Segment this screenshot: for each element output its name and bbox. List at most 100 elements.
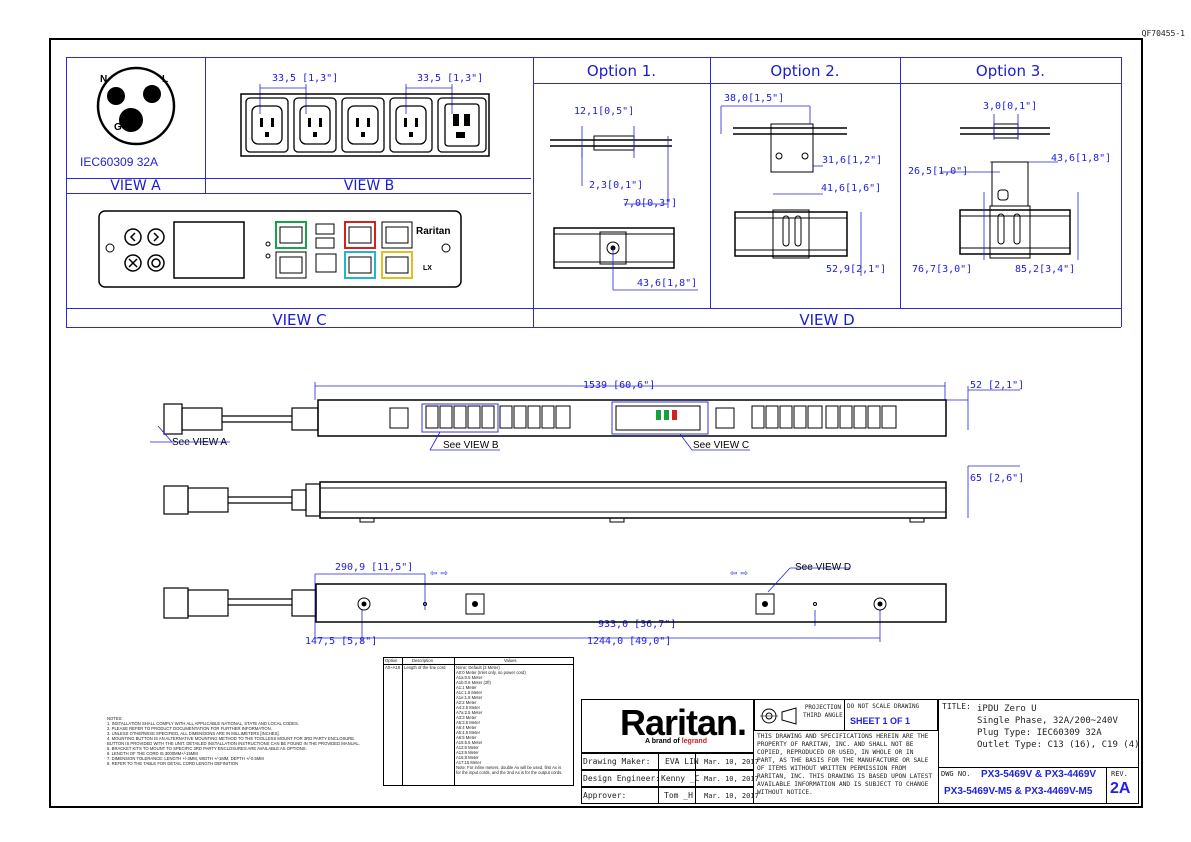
- approver-label: Approver:: [583, 791, 627, 800]
- opt1-dim-2: 2,3[0,1"]: [589, 180, 644, 191]
- dim-147: 147,5 [5,8"]: [305, 636, 378, 647]
- table-value-row: A2:2 Meter: [456, 700, 477, 705]
- note-line: 4. MOUNTING BUTTON IS AN ALTERNATIVE MOU…: [107, 736, 356, 741]
- dim-290: 290,9 [11,5"]: [335, 562, 414, 573]
- legal-notice: THIS DRAWING AND SPECIFICATIONS HEREIN A…: [757, 733, 933, 796]
- notes-list: 1. INSTALLATION SHALL COMPLY WITH ALL AP…: [107, 721, 367, 766]
- table-value-row: A1b:0.6 Meter (2ft): [456, 680, 491, 685]
- table-value-row: A5:3.5 Meter: [456, 720, 480, 725]
- pdu-front-view: ⇦ ⇨ ⇦ ⇨: [150, 382, 1020, 642]
- note-line: 2. PLEASE REFER TO PRODUCT DOCUMENTATION…: [107, 726, 272, 731]
- table-value-row: A1a:0.5 Meter: [456, 675, 483, 680]
- approver-name: Tom _H: [664, 791, 693, 800]
- opt2-dim-1: 38,0[1,5"]: [724, 93, 785, 104]
- option-2-bracket-drawing: [720, 105, 862, 276]
- view-d-label: VIEW D: [799, 311, 855, 329]
- controller-panel-view-c: Raritan LX: [98, 210, 462, 288]
- note-line: 1. INSTALLATION SHALL COMPLY WITH ALL AP…: [107, 721, 299, 726]
- notes-title: NOTES:: [107, 716, 123, 721]
- pin-g: G: [114, 122, 122, 133]
- table-values-list: None: Default (3 Meter)A0:0 Meter (Inlet…: [456, 665, 574, 775]
- table-value-row: A1c:1.5 Meter: [456, 690, 483, 695]
- table-value-row: A4:2.5 Meter: [456, 705, 480, 710]
- table-value-row: for the input cords, and the 2nd Ax is f…: [456, 770, 563, 775]
- approver-date: Mar. 10, 2017: [704, 792, 759, 800]
- maker-label: Drawing Maker:: [583, 757, 651, 766]
- opt3-dim-3: 43,6[1,8"]: [1051, 153, 1112, 164]
- drawing-frame: [49, 38, 1143, 808]
- table-value-row: A16:8 Meter: [456, 755, 479, 760]
- pdu-width-dim: 52 [2,1"]: [970, 380, 1025, 391]
- svg-text:⇦ ⇨: ⇦ ⇨: [430, 569, 448, 579]
- view-c-label: VIEW C: [272, 311, 327, 329]
- notes: NOTES: 1. INSTALLATION SHALL COMPLY WITH…: [107, 716, 367, 766]
- view-a-label: VIEW A: [110, 178, 161, 194]
- document-id: QF70455-1: [1141, 29, 1185, 38]
- table-description: Length of the line cord: [404, 665, 446, 670]
- svg-text:LX: LX: [423, 265, 432, 272]
- dwg-label: DWG NO.: [941, 770, 971, 778]
- note-line: 7. DIMENSION TOLERANCE: LENGTH +/-3MM, W…: [107, 756, 264, 761]
- table-value-row: Note: For inline meters, double Ax will …: [456, 765, 562, 770]
- rev-label: REV.: [1111, 770, 1128, 778]
- table-value-row: A15:5.5 Meter: [456, 740, 483, 745]
- table-value-row: A12:6 Meter: [456, 745, 479, 750]
- table-header-option: Option: [385, 658, 398, 663]
- table-value-row: None: Default (3 Meter): [456, 665, 500, 670]
- maker-name: EVA LIN: [665, 757, 699, 766]
- sheet-label: SHEET 1 OF 1: [850, 716, 911, 726]
- view-b-dim-right: 33,5 [1,3"]: [417, 73, 484, 84]
- outlet-row-view-b: [240, 84, 490, 157]
- see-view-b: See VIEW B: [443, 440, 499, 451]
- table-value-row: A5:4.5 Meter: [456, 730, 480, 735]
- opt3-dim-4: 76,7[3,0"]: [912, 264, 973, 275]
- see-view-c: See VIEW C: [693, 440, 750, 451]
- iec60309-plug-icon: N L G: [96, 66, 176, 146]
- table-value-row: A1:1 Meter: [456, 685, 477, 690]
- pin-n: N: [100, 74, 107, 85]
- opt3-dim-5: 85,2[3,4"]: [1015, 264, 1076, 275]
- pin-l: L: [162, 74, 168, 85]
- view-b-dim-left: 33,5 [1,3"]: [272, 73, 339, 84]
- table-value-row: A6:4 Meter: [456, 725, 477, 730]
- options-table: Option Description Values A0~A18 Length …: [383, 657, 574, 786]
- title-line: Plug Type: IEC60309 32A: [977, 728, 1102, 738]
- table-value-row: A1e:1.8 Meter: [456, 695, 483, 700]
- opt1-dim-4: 43,6[1,8"]: [637, 278, 698, 289]
- opt1-dim-1: 12,1[0,5"]: [574, 106, 635, 117]
- table-value-row: A3:3 Meter: [456, 715, 477, 720]
- dwg-number-2: PX3-5469V-M5 & PX3-4469V-M5: [944, 786, 1093, 797]
- opt2-dim-3: 41,6[1,6"]: [821, 183, 882, 194]
- see-view-a: See VIEW A: [172, 437, 228, 448]
- note-line: 8. REFER TO THE TABLE FOR DETAIL CORD LE…: [107, 761, 239, 766]
- table-value-row: A17:15 Meter: [456, 760, 482, 765]
- table-value-row: A13:6 Meter: [456, 750, 479, 755]
- raritan-logo: Raritan.: [620, 702, 747, 743]
- option-1-bracket-drawing: [550, 126, 698, 291]
- option-3-bracket-drawing: [940, 114, 1079, 260]
- table-value-row: A7a:2.5 Meter: [456, 710, 483, 715]
- rev-value: 2A: [1110, 780, 1131, 797]
- opt3-dim-2: 26,5[1,0"]: [908, 166, 969, 177]
- title-line: Outlet Type: C13 (16), C19 (4): [977, 740, 1140, 750]
- svg-text:⇦ ⇨: ⇦ ⇨: [730, 569, 748, 579]
- third-angle-projection-icon: [760, 707, 797, 725]
- pdu-length-dim: 1539 [60,6"]: [583, 380, 656, 391]
- maker-date: Mar. 10, 2017: [704, 758, 759, 766]
- title-label: TITLE:: [942, 702, 971, 711]
- note-line: 3. UNLESS OTHERWISE SPECIFIED, ALL DIMEN…: [107, 731, 280, 736]
- table-header-description: Description: [412, 658, 433, 663]
- opt2-dim-2: 31,6[1,2"]: [822, 155, 883, 166]
- note-line: 5. BRACKET KITS TO MOUNT TO SPECIFIC 3RD…: [107, 746, 307, 751]
- table-option: A0~A18: [385, 665, 401, 670]
- dwg-number-1: PX3-5469V & PX3-4469V: [981, 769, 1097, 780]
- dim-1244: 1244,0 [49,0"]: [587, 636, 672, 647]
- note-line: BUTTON IS PROVIDED WITH THE UNIT. DETAIL…: [107, 741, 360, 746]
- opt3-dim-1: 3,0[0,1"]: [983, 101, 1038, 112]
- drawing-title: iPDU Zero U Single Phase, 32A/200~240V Plu…: [977, 703, 1140, 751]
- table-value-row: A0:0 Meter (Inlet only, no power cord): [456, 670, 526, 675]
- note-line: 6. LENGTH OF THE CORD IS 3000MM+/-15MM: [107, 751, 198, 756]
- title-line: Single Phase, 32A/200~240V: [977, 716, 1118, 726]
- option-2-title: Option 2.: [770, 62, 840, 80]
- title-line: iPDU Zero U: [977, 704, 1037, 714]
